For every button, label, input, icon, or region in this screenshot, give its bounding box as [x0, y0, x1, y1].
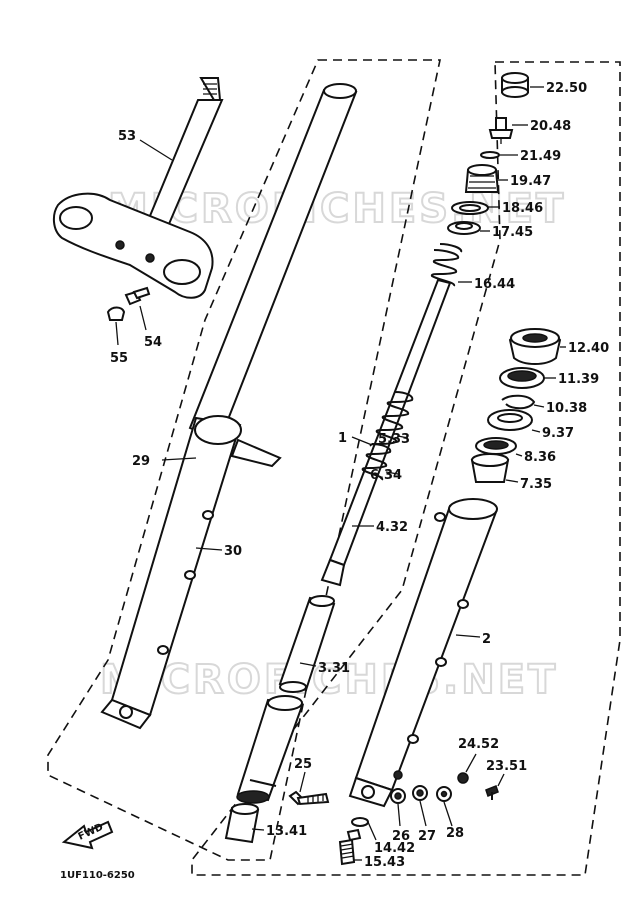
fork-spring-16 [431, 243, 463, 287]
callout-1: 1 [338, 431, 347, 446]
inner-tube-left [188, 83, 358, 442]
cap-22 [501, 72, 529, 98]
steering-stem [52, 77, 224, 299]
outer-tube-left [100, 415, 282, 730]
callout-25: 25 [294, 757, 312, 772]
callout-24: 24.52 [458, 737, 499, 752]
callout-55: 55 [110, 351, 128, 366]
washer-28-center [440, 790, 448, 798]
callout-15: 15.43 [364, 855, 405, 870]
leader-25 [299, 771, 306, 793]
callout-11: 11.39 [558, 372, 599, 387]
leader-27 [419, 800, 427, 827]
callout-27: 27 [418, 829, 436, 844]
callout-5: 5.33 [378, 432, 410, 447]
nut-26-center [394, 792, 402, 800]
callout-29: 29 [132, 454, 150, 469]
clip-10 [501, 394, 536, 410]
cap-bolt-19 [464, 164, 500, 193]
taper-spindle-3 [278, 595, 336, 693]
callout-13: 13.41 [266, 824, 307, 839]
callout-23: 23.51 [486, 759, 527, 774]
leader-7 [505, 479, 519, 483]
oil-seal-11 [499, 367, 545, 389]
leader-55 [115, 321, 119, 346]
callout-14: 14.42 [374, 841, 415, 856]
callout-10: 10.38 [546, 401, 587, 416]
leader-23 [497, 773, 505, 787]
callout-2: 2 [482, 632, 491, 647]
leader-1 [351, 436, 373, 446]
washer-9 [487, 409, 533, 431]
leader-8 [515, 453, 523, 457]
callout-3: 3.31 [318, 661, 350, 676]
bolt-25 [288, 790, 330, 806]
damper-cylinder [236, 695, 304, 804]
callout-26: 26 [392, 829, 410, 844]
slide-metal-8 [475, 437, 517, 455]
leader-53 [139, 139, 173, 161]
diagram-code: 1UF110-6250 [60, 870, 135, 881]
leader-14 [367, 821, 377, 841]
callout-28: 28 [446, 826, 464, 841]
o-ring-18-inner [459, 204, 481, 212]
slide-metal-7 [470, 453, 510, 483]
bolt-54 [124, 286, 151, 306]
leader-13 [251, 828, 265, 831]
cap-55 [106, 306, 126, 321]
dust-seal-12 [508, 328, 562, 365]
leader-24 [465, 753, 477, 773]
leader-2 [455, 634, 481, 638]
callout-21: 21.49 [520, 149, 561, 164]
callout-22: 22.50 [546, 81, 587, 96]
callout-4: 4.32 [376, 520, 408, 535]
leader-54 [139, 305, 147, 331]
rebound-spring-5 [369, 391, 414, 447]
group-outline-right [191, 61, 621, 876]
leader-6 [385, 471, 399, 475]
callout-53: 53 [118, 129, 136, 144]
callout-17: 17.45 [492, 225, 533, 240]
part-24 [457, 772, 469, 784]
callout-7: 7.35 [520, 477, 552, 492]
leader-28 [443, 801, 453, 827]
leader-9 [531, 429, 541, 433]
piston-ring-6 [361, 443, 392, 481]
leader-3 [299, 662, 317, 667]
air-valve-20 [488, 117, 514, 144]
washer-14 [351, 817, 369, 827]
washer-27-center [416, 789, 424, 797]
bolt-15 [338, 828, 362, 866]
callout-30: 30 [224, 544, 242, 559]
callout-18: 18.46 [502, 201, 543, 216]
callout-6: 6.34 [370, 468, 402, 483]
o-ring-21 [480, 151, 500, 159]
leader-29 [161, 457, 197, 461]
drain-screw-small [393, 770, 403, 780]
callout-16: 16.44 [474, 277, 515, 292]
leader-5 [397, 435, 409, 439]
leader-26 [397, 803, 401, 827]
callout-20: 20.48 [530, 119, 571, 134]
spacer-17 [447, 221, 481, 235]
leader-30 [195, 547, 223, 551]
callout-8: 8.36 [524, 450, 556, 465]
callout-9: 9.37 [542, 426, 574, 441]
callout-12: 12.40 [568, 341, 609, 356]
outer-tube-right [348, 498, 498, 808]
screw-23 [485, 785, 499, 800]
watermark-bottom: MICROFICHES.NET [100, 657, 558, 703]
callout-19: 19.47 [510, 174, 551, 189]
oil-lock-piece-13 [224, 803, 260, 844]
leader-10 [533, 404, 545, 408]
group-outline-left [47, 59, 441, 861]
callout-54: 54 [144, 335, 162, 350]
forward-arrow: FWD [61, 820, 114, 850]
